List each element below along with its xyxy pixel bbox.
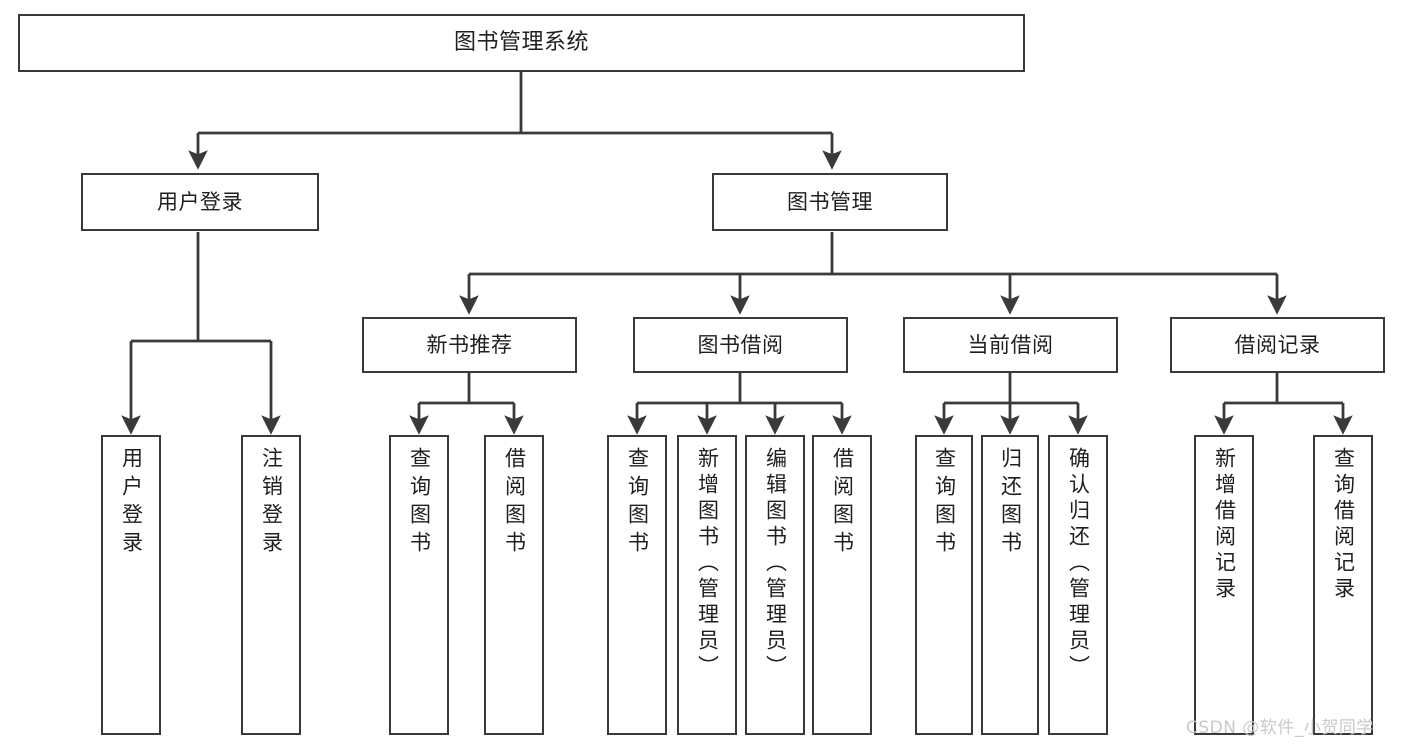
leaf-recommend-query-book[interactable]: 查询图书	[389, 435, 449, 735]
node-label: 用户登录	[119, 447, 144, 559]
leaf-current-query-book[interactable]: 查询图书	[915, 435, 973, 735]
node-label: 注销登录	[259, 447, 284, 559]
node-book-management[interactable]: 图书管理	[712, 173, 948, 231]
leaf-user-logout[interactable]: 注销登录	[241, 435, 301, 735]
node-current-borrow[interactable]: 当前借阅	[903, 317, 1118, 373]
node-user-login[interactable]: 用户登录	[81, 173, 319, 231]
leaf-current-confirm-return-admin[interactable]: 确认归还（管理员）	[1048, 435, 1108, 735]
node-label: 借阅图书	[502, 447, 527, 559]
node-label: 查询图书	[407, 447, 432, 559]
node-label: 查询图书	[625, 447, 650, 559]
node-label: 确认归还（管理员）	[1066, 447, 1091, 681]
node-label: 图书管理	[787, 189, 873, 214]
node-root-system[interactable]: 图书管理系统	[18, 14, 1025, 72]
node-label: 编辑图书（管理员）	[763, 447, 788, 681]
leaf-recommend-borrow-book[interactable]: 借阅图书	[484, 435, 544, 735]
node-new-book-recommend[interactable]: 新书推荐	[362, 317, 577, 373]
node-label: 当前借阅	[967, 332, 1054, 357]
node-label: 借阅记录	[1234, 332, 1321, 357]
node-label: 图书管理系统	[453, 30, 589, 56]
node-label: 新增借阅记录	[1212, 447, 1237, 603]
node-label: 新增图书（管理员）	[695, 447, 720, 681]
leaf-record-add-borrow-record[interactable]: 新增借阅记录	[1194, 435, 1254, 735]
leaf-borrow-query-book[interactable]: 查询图书	[607, 435, 667, 735]
node-label: 新书推荐	[426, 332, 513, 357]
node-borrow-record[interactable]: 借阅记录	[1170, 317, 1385, 373]
leaf-current-return-book[interactable]: 归还图书	[981, 435, 1039, 735]
leaf-borrow-edit-book-admin[interactable]: 编辑图书（管理员）	[745, 435, 805, 735]
node-label: 查询图书	[932, 447, 957, 559]
node-label: 归还图书	[998, 447, 1023, 559]
leaf-record-query-borrow-record[interactable]: 查询借阅记录	[1313, 435, 1373, 735]
csdn-watermark: CSDN @软件_小贺同学	[1186, 718, 1374, 738]
node-label: 图书借阅	[697, 332, 784, 357]
leaf-borrow-borrow-book[interactable]: 借阅图书	[812, 435, 872, 735]
node-label: 借阅图书	[830, 447, 855, 559]
node-label: 查询借阅记录	[1331, 447, 1356, 603]
leaf-user-login-do[interactable]: 用户登录	[101, 435, 161, 735]
node-label: 用户登录	[157, 189, 243, 214]
node-book-borrow[interactable]: 图书借阅	[633, 317, 848, 373]
leaf-borrow-add-book-admin[interactable]: 新增图书（管理员）	[677, 435, 737, 735]
